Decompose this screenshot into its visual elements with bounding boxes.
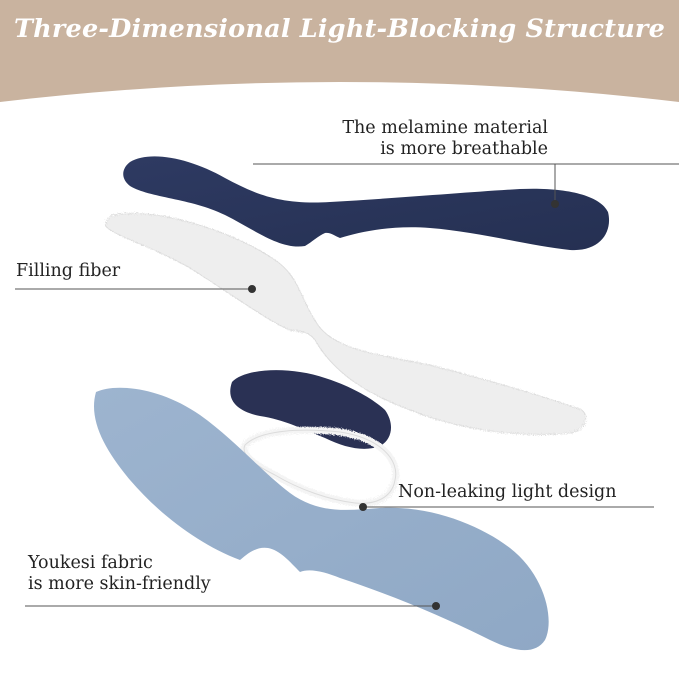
fabric-layer	[94, 387, 549, 651]
melamine-dot	[551, 200, 559, 208]
filling-label-line-1: Filling fiber	[16, 261, 121, 281]
nonleaking-label-line-1: Non-leaking light design	[398, 482, 617, 502]
melamine-label-line-2: is more breathable	[380, 139, 548, 159]
fabric-label-line-2: is more skin-friendly	[28, 574, 211, 594]
fabric-label-line-1: Youkesi fabric	[28, 553, 153, 573]
melamine-label: The melamine material is more breathable	[342, 118, 548, 160]
filling-label: Filling fiber	[16, 261, 120, 282]
fabric-label: Youkesi fabric is more skin-friendly	[28, 553, 211, 595]
header-band	[0, 0, 679, 102]
nonleaking-label: Non-leaking light design	[398, 482, 617, 503]
eye-cup	[230, 370, 392, 449]
fabric-dot	[432, 602, 440, 610]
page-title: Three-Dimensional Light-Blocking Structu…	[13, 14, 665, 44]
filling-fiber-layer	[104, 212, 587, 435]
melamine-label-line-1: The melamine material	[342, 118, 548, 138]
filling-dot	[248, 285, 256, 293]
nonleaking-dot	[359, 503, 367, 511]
melamine-layer	[123, 156, 610, 251]
